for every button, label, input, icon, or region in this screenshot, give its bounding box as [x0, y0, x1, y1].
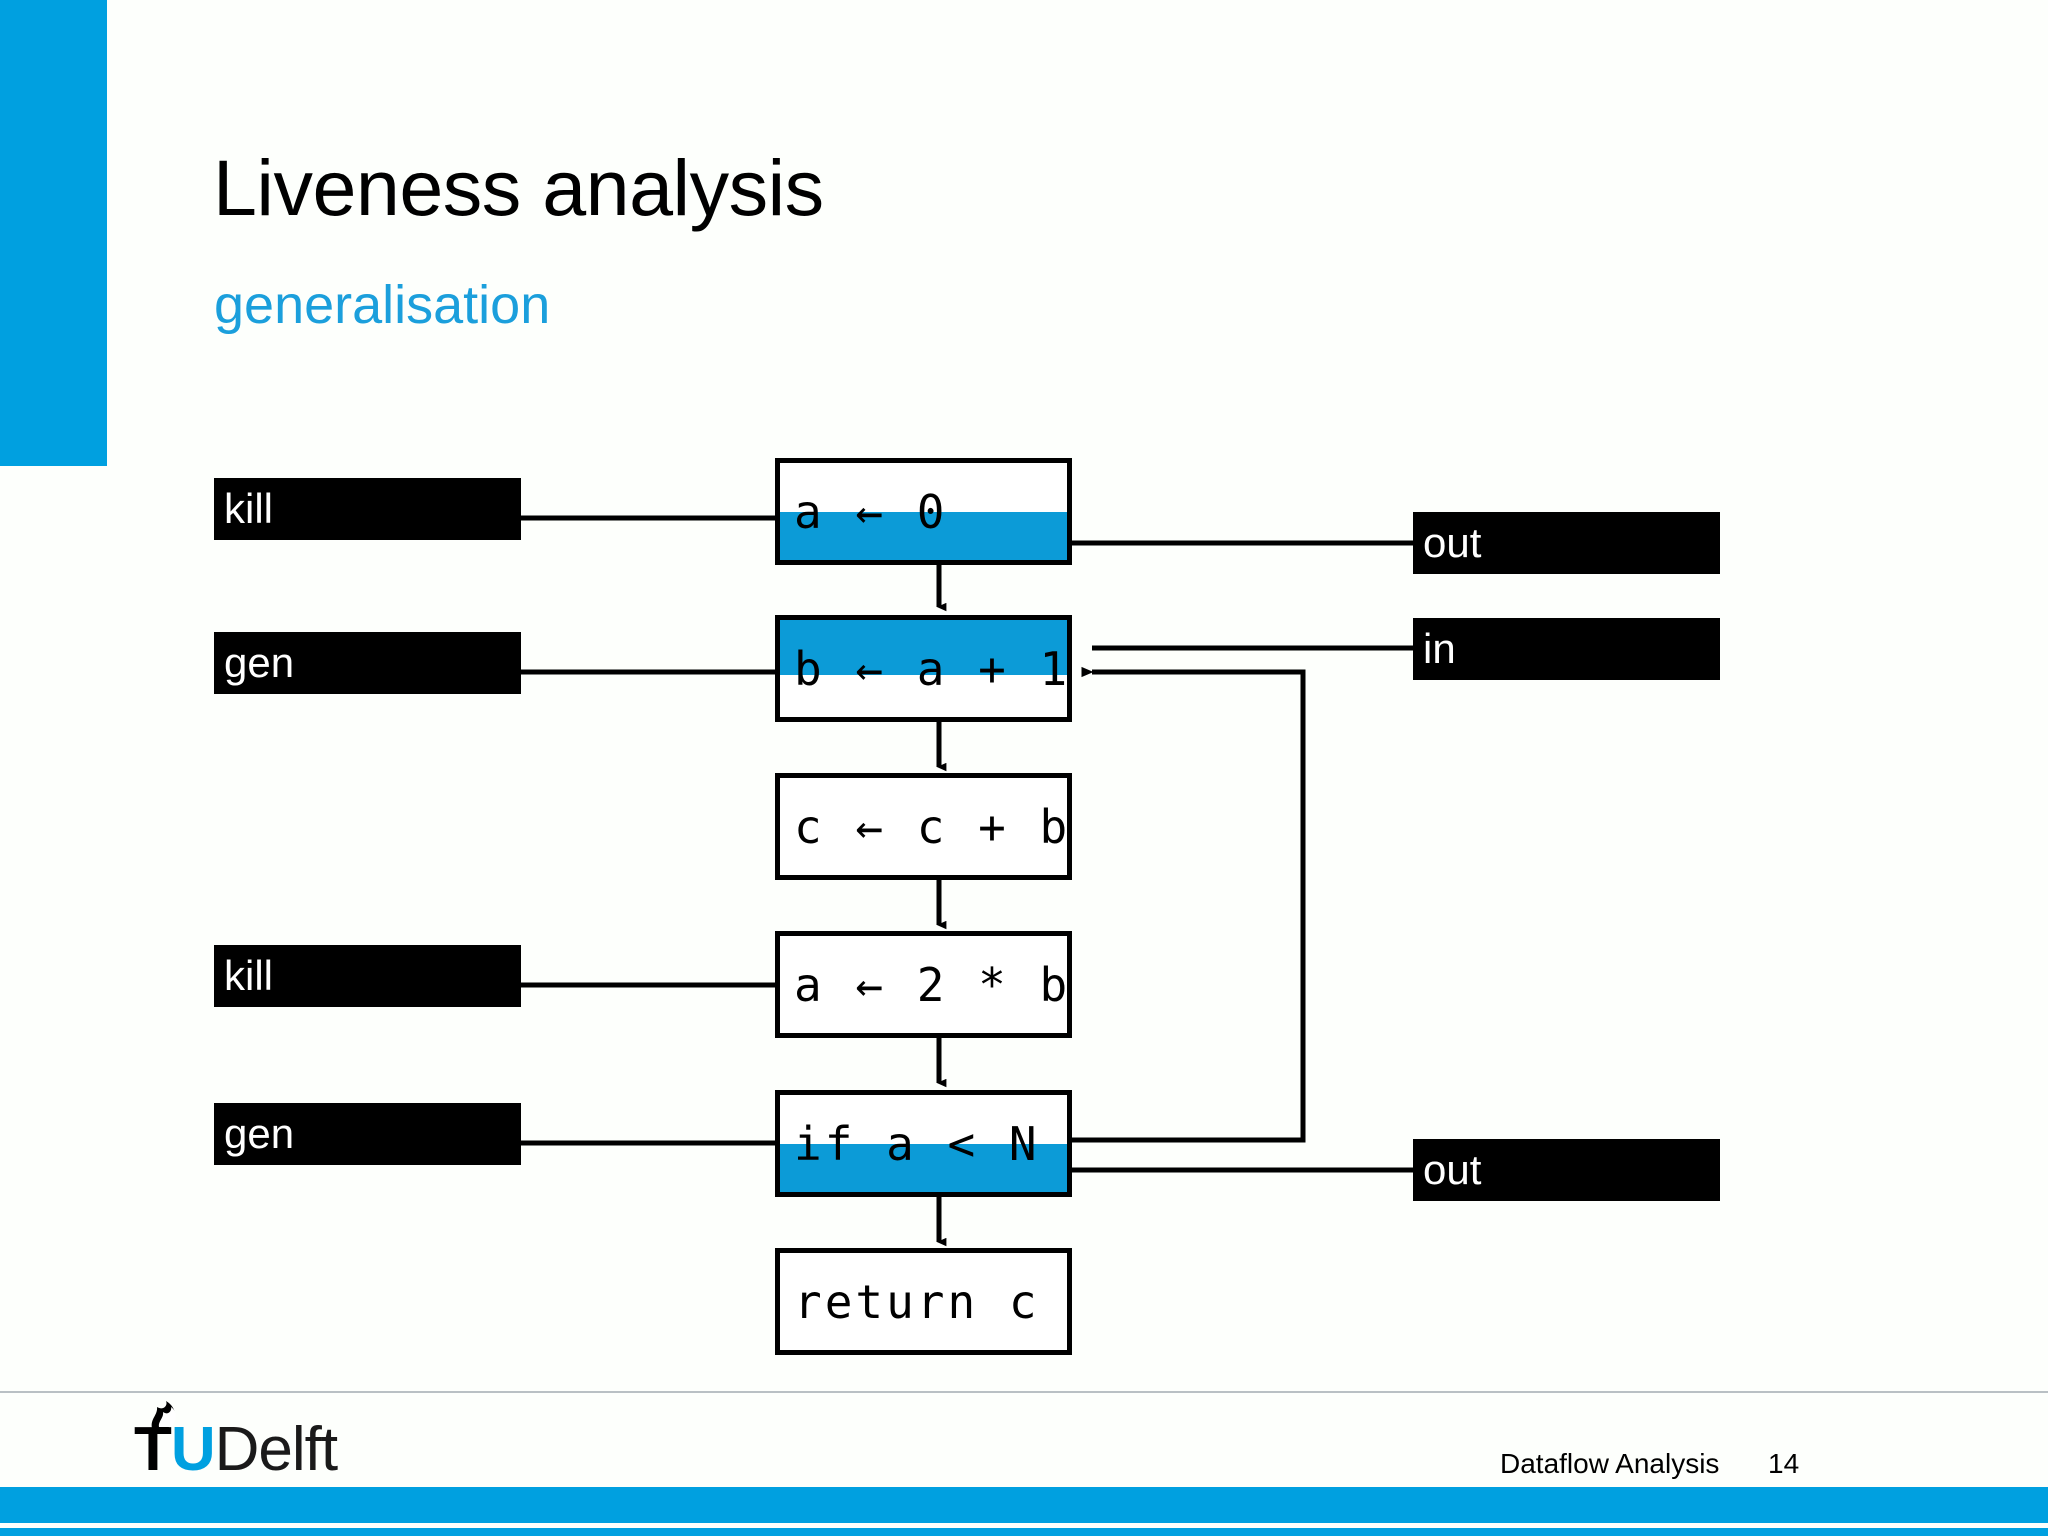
tu-delft-logo: TUDelft: [112, 1401, 372, 1487]
code-text: return c: [794, 1274, 1040, 1329]
code-block-return[interactable]: return c: [775, 1248, 1072, 1355]
decorative-blue-sidebar: [0, 0, 107, 466]
annotation-tag-in-n2[interactable]: in: [1413, 618, 1720, 680]
highlight-band: [780, 512, 1067, 560]
logo-letter-u: U: [170, 1415, 216, 1484]
footer-course-label: Dataflow Analysis: [1500, 1448, 1720, 1479]
code-text: a ← 2 * b: [794, 957, 1071, 1012]
code-text: if a < N: [794, 1116, 1040, 1171]
code-block-assign-a-0[interactable]: a ← 0: [775, 458, 1072, 565]
edge-loop-back: [1072, 672, 1306, 1143]
highlight-band: [780, 1144, 1067, 1192]
annotation-label: kill: [224, 485, 273, 532]
annotation-label: in: [1423, 625, 1456, 672]
annotation-tag-out-n5[interactable]: out: [1413, 1139, 1720, 1201]
annotation-tag-kill-n1[interactable]: kill: [214, 478, 521, 540]
highlight-band: [780, 620, 1067, 675]
annotation-tag-gen-n5[interactable]: gen: [214, 1103, 521, 1165]
footer-accent-bar-thin: [0, 1528, 2048, 1536]
annotation-tag-kill-n4[interactable]: kill: [214, 945, 521, 1007]
code-text: b ← a + 1: [794, 641, 1071, 696]
flame-icon: [151, 1401, 176, 1428]
code-block-assign-b[interactable]: b ← a + 1: [775, 615, 1072, 722]
annotation-tag-gen-n2[interactable]: gen: [214, 632, 521, 694]
annotation-label: kill: [224, 952, 273, 999]
logo-letter-t: T: [134, 1415, 172, 1484]
page-title: Liveness analysis: [213, 143, 824, 232]
annotation-label: gen: [224, 1110, 295, 1157]
logo-word-delft: Delft: [214, 1415, 338, 1484]
footer-accent-bar: [0, 1487, 2048, 1523]
code-block-assign-a-2b[interactable]: a ← 2 * b: [775, 931, 1072, 1038]
code-block-if-condition[interactable]: if a < N: [775, 1090, 1072, 1197]
code-text: a ← 0: [794, 484, 948, 539]
annotation-label: out: [1423, 519, 1482, 566]
annotation-label: out: [1423, 1146, 1482, 1193]
footer-page-number: 14: [1768, 1448, 1800, 1479]
annotation-tag-out-n1[interactable]: out: [1413, 512, 1720, 574]
code-block-assign-c[interactable]: c ← c + b: [775, 773, 1072, 880]
code-text: c ← c + b: [794, 799, 1071, 854]
annotation-label: gen: [224, 639, 295, 686]
page-subtitle: generalisation: [214, 275, 551, 335]
footer-divider: [0, 1391, 2048, 1393]
logo-wordmark: TUDelft: [134, 1413, 338, 1487]
